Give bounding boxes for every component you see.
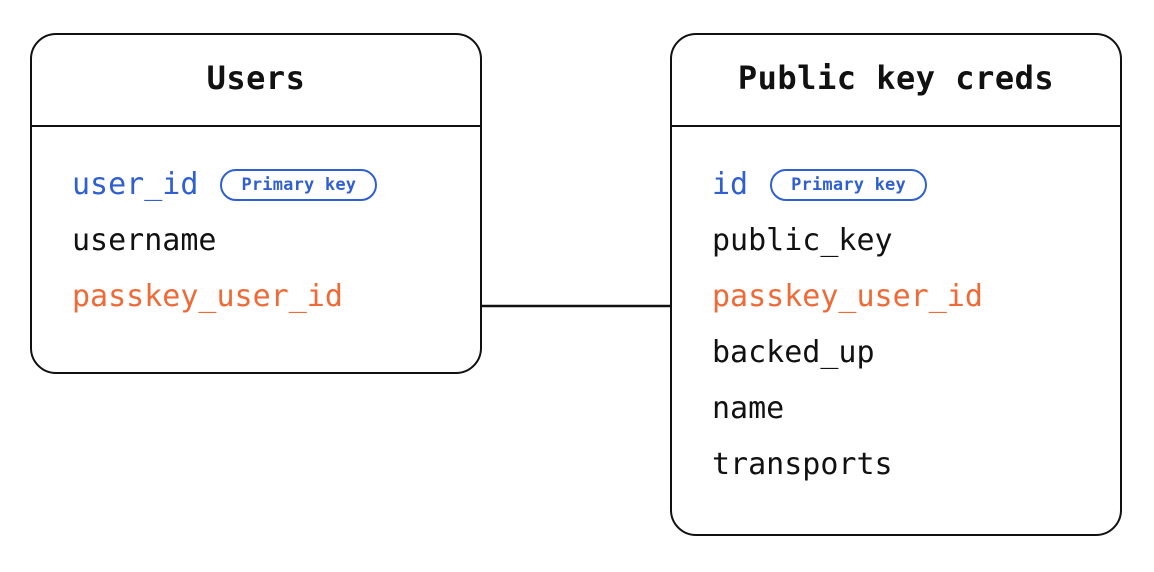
entity-users-header: Users (32, 35, 480, 127)
field-row[interactable]: id Primary key (672, 157, 1120, 213)
entity-users-field-list: user_id Primary key username passkey_use… (32, 127, 480, 325)
entity-users[interactable]: Users user_id Primary key username passk… (30, 33, 482, 374)
entity-public-key-creds-field-list: id Primary key public_key passkey_user_i… (672, 127, 1120, 493)
field-row[interactable]: backed_up (672, 325, 1120, 381)
field-row[interactable]: passkey_user_id (672, 269, 1120, 325)
field-row[interactable]: passkey_user_id (32, 269, 480, 325)
field-row[interactable]: name (672, 381, 1120, 437)
entity-users-title: Users (206, 59, 306, 97)
field-name-transports: transports (712, 447, 893, 482)
field-name-passkey-user-id: passkey_user_id (72, 279, 343, 314)
field-name-public-key: public_key (712, 223, 893, 258)
entity-public-key-creds-header: Public key creds (672, 35, 1120, 127)
field-row[interactable]: username (32, 213, 480, 269)
primary-key-badge: Primary key (770, 169, 927, 201)
entity-public-key-creds-title: Public key creds (737, 59, 1055, 97)
field-row[interactable]: user_id Primary key (32, 157, 480, 213)
field-name-id: id (712, 167, 749, 202)
field-name-username: username (72, 223, 217, 258)
field-name-user-id: user_id (72, 167, 199, 202)
field-name-name: name (712, 391, 785, 426)
field-row[interactable]: public_key (672, 213, 1120, 269)
field-name-passkey-user-id: passkey_user_id (712, 279, 983, 314)
entity-public-key-creds[interactable]: Public key creds id Primary key public_k… (670, 33, 1122, 536)
primary-key-badge: Primary key (220, 169, 378, 201)
field-name-backed-up: backed_up (712, 335, 875, 370)
field-row[interactable]: transports (672, 437, 1120, 493)
